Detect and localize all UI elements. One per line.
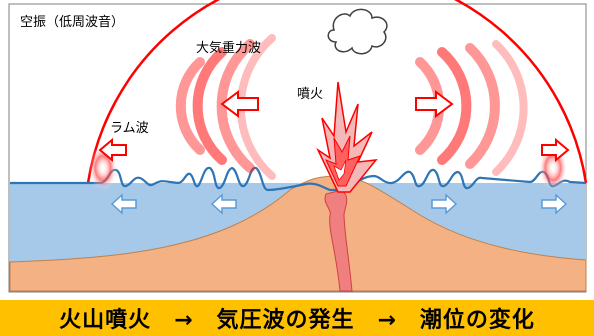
airwave-dome [86,0,588,184]
sea-flow-arrow-icon [210,193,237,215]
sea-flow-arrow-icon [541,193,568,215]
sea-flow-arrow-icon [110,193,137,215]
pressure-arrow-icon [541,137,570,163]
eruption-burst-icon [316,81,378,193]
eruption-label: 噴火 [297,87,323,102]
lamb-wave-label: ラム波 [110,121,149,136]
caption-bar: 火山噴火 → 気圧波の発生 → 潮位の変化 [0,300,594,336]
pressure-arrow-icon [220,90,259,118]
sea-surface [10,166,587,192]
pressure-arrow-icon [98,137,127,163]
eruption-pressure-wave-diagram: 空振（低周波音） 大気重力波 噴火 ラム波 [8,0,588,293]
pressure-arrow-icon [415,90,454,118]
caption-text: 火山噴火 → 気圧波の発生 → 潮位の変化 [59,308,535,333]
magma-conduit [324,189,353,292]
smoke-cloud-icon [327,8,388,55]
airwave-label: 空振（低周波音） [20,14,124,30]
gravity-wave-label: 大気重力波 [196,40,261,56]
sea-flow-arrow-icon [431,193,458,215]
